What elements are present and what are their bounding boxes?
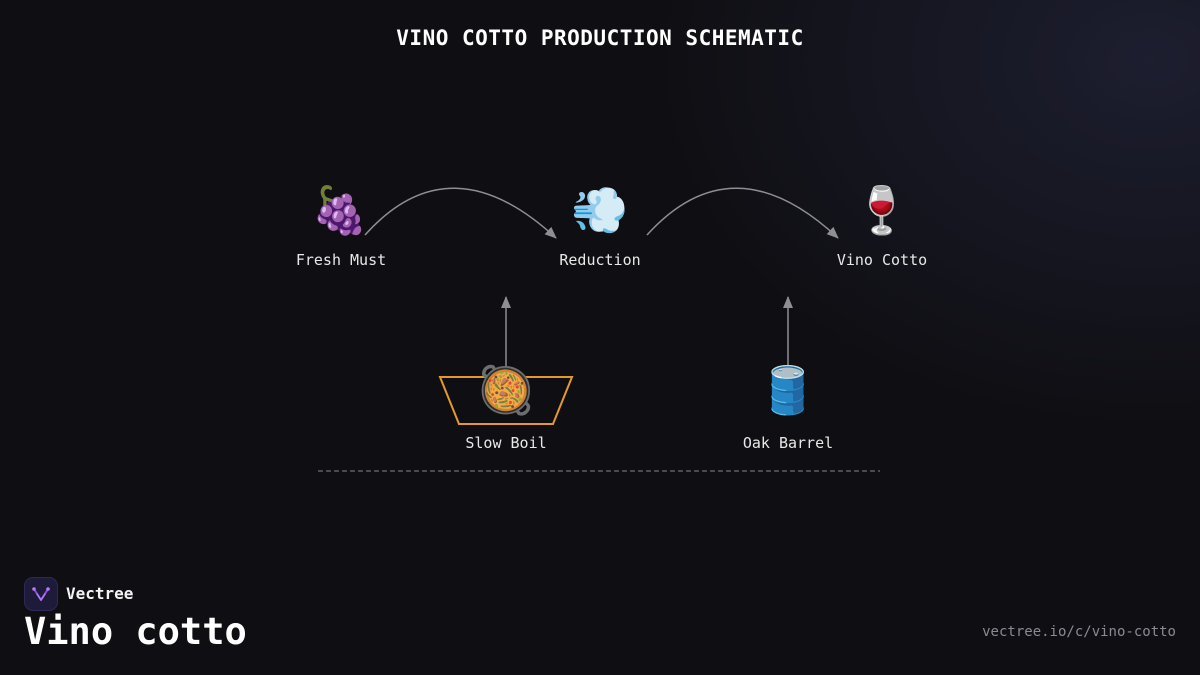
node-label-vino-cotto: Vino Cotto xyxy=(836,251,928,269)
barrel-icon: 🛢️ xyxy=(759,363,817,417)
node-label-oak-barrel: Oak Barrel xyxy=(742,434,834,452)
edge-reduction-to-vino-cotto xyxy=(646,187,839,239)
slow-boil-vessel xyxy=(438,376,574,425)
steam-icon: 💨 xyxy=(571,183,629,237)
vectree-logo-mark xyxy=(32,587,50,602)
diagram-title: VINO COTTO PRODUCTION SCHEMATIC xyxy=(396,26,804,50)
edge-fresh-must-to-reduction xyxy=(364,187,557,239)
source-url[interactable]: vectree.io/c/vino-cotto xyxy=(982,624,1176,640)
brand-name: Vectree xyxy=(66,584,134,603)
cooking-pan-icon: 🥘 xyxy=(477,363,535,417)
vectree-logo-icon xyxy=(24,577,58,611)
wine-glass-icon: 🍷 xyxy=(853,183,911,237)
grapes-icon: 🍇 xyxy=(311,183,369,237)
page-title: Vino cotto xyxy=(24,610,247,653)
node-label-fresh-must: Fresh Must xyxy=(295,251,387,269)
node-label-slow-boil: Slow Boil xyxy=(465,434,547,452)
node-label-reduction: Reduction xyxy=(559,251,641,269)
